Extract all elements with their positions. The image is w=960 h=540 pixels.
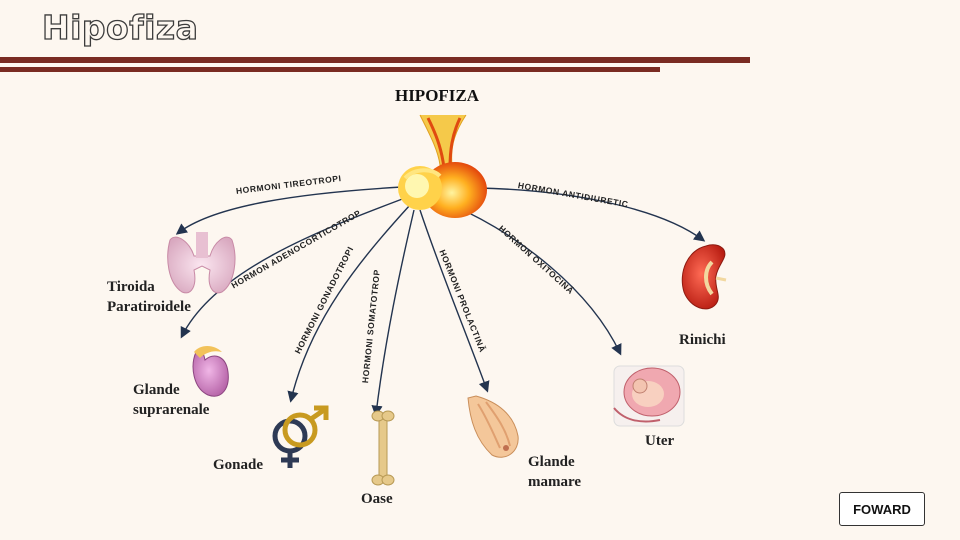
title-divider-top [0, 57, 750, 63]
kidney-image [681, 244, 727, 310]
forward-button[interactable]: FOWARD [839, 492, 925, 526]
arrow-oxitocina [451, 204, 622, 356]
label-tiroida-line2: Paratiroidele [107, 299, 191, 315]
label-rinichi: Rinichi [679, 332, 726, 348]
diagram-title: HIPOFIZA [394, 86, 480, 105]
gender-symbols-icon [272, 405, 329, 468]
slide-title: Hipofiza [41, 7, 199, 47]
mammary-gland-image [467, 395, 519, 458]
label-uter: Uter [645, 433, 675, 449]
arrow-prolactina [419, 209, 490, 393]
uterus-image [613, 365, 685, 427]
adrenal-gland-image [192, 346, 229, 397]
label-glande-mamare: Glande mamare [528, 452, 581, 492]
label-glande-suprarenale: Glande suprarenale [133, 380, 209, 420]
label-oase: Oase [361, 491, 393, 507]
arrow-antidiuretic [477, 187, 706, 242]
label-gonade: Gonade [213, 457, 264, 473]
label-mamare-line1: Glande [528, 454, 575, 470]
title-divider-bottom [0, 67, 660, 72]
label-suprarenale-line1: Glande [133, 382, 180, 398]
arrow-tireotropi [175, 186, 403, 235]
label-suprarenale-line2: suprarenale [133, 402, 210, 418]
thyroid-image [167, 232, 236, 294]
arrow-somatotrop [371, 209, 415, 417]
label-tiroida: Tiroida Paratiroidele [107, 277, 191, 317]
label-mamare-line2: mamare [528, 474, 582, 490]
label-tiroida-line1: Tiroida [107, 279, 155, 295]
arrow-gonadotropi [287, 204, 411, 403]
arrow-adenocorticotrop [180, 197, 406, 339]
bone-image [371, 410, 395, 486]
pituitary-gland-image [398, 114, 487, 218]
